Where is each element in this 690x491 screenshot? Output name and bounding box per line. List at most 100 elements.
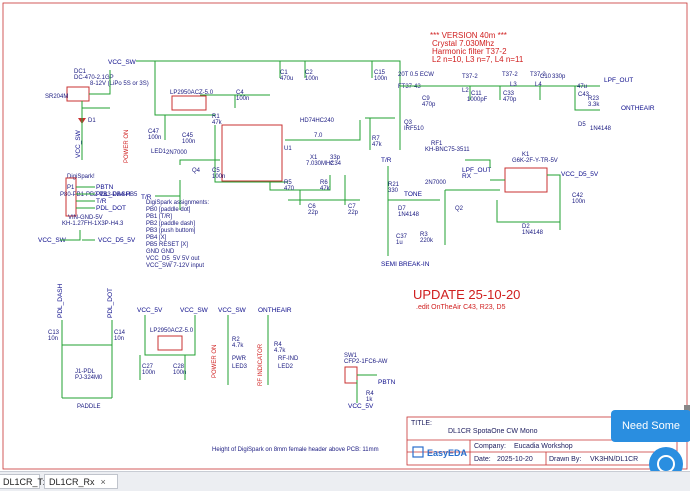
paddle-section[interactable]: PDL_DASH PDL_DOT C13 10n C14 10n J1-PDL … xyxy=(48,283,126,410)
u1-section[interactable]: HD74HC240 U1 7.0 X1 7.030MHz 33p C34 R5 … xyxy=(214,118,361,216)
j1-value: PJ-324M0 xyxy=(75,375,103,381)
relay-section[interactable]: RF1 KH-BNC75-3511 K1 G6K-2F-Y-TR-5V LPF_… xyxy=(425,141,599,236)
pa-wires xyxy=(365,85,440,150)
c13-value: 10n xyxy=(48,336,58,342)
c9-ref: C9 xyxy=(422,96,430,102)
pbtn-label: PBTN xyxy=(96,184,114,191)
sr-label: SR204M xyxy=(45,94,68,100)
regulator-u-symbol[interactable] xyxy=(171,95,207,111)
update-detail: .edit OnTheAir C43, R23, D5 xyxy=(416,304,506,311)
lpf-out-net-label: LPF_OUT xyxy=(604,77,633,84)
r4-value: 4.7k xyxy=(274,348,286,354)
l4-type: T37-2 xyxy=(530,72,546,78)
rx-net-label: RX xyxy=(462,173,472,180)
c28-value: 100n xyxy=(173,370,186,376)
u1-part: HD74HC240 xyxy=(300,118,335,124)
c13-ref: C13 xyxy=(48,330,60,336)
vcc-sw-led-label: VCC_SW xyxy=(218,307,247,314)
schematic-canvas[interactable]: *** VERSION 40m *** Crystal 7.030Mhz Har… xyxy=(0,0,690,471)
r7-ref: R7 xyxy=(372,136,380,142)
pdl-dot-vertical-label: PDL_DOT xyxy=(107,288,114,318)
title-label: TITLE: xyxy=(411,420,432,427)
tone-net-label: TONE xyxy=(404,191,423,198)
r23-ref: R23 xyxy=(588,96,600,102)
lpf-section[interactable]: T37-2 L2 T37-2 L3 T37-2 L4 C11 1000pF C3… xyxy=(440,72,655,132)
t1-core: FT37-43 xyxy=(398,84,421,90)
t1-label: 20T 0.5 ECW xyxy=(398,72,434,78)
d1-ref: D1 xyxy=(88,118,96,124)
c5-ref: C5 xyxy=(212,168,220,174)
indicator-leds-section[interactable]: VCC_SW ONTHEAIR POWER ON RF INDICATOR R2… xyxy=(212,307,299,386)
r3-ref: R3 xyxy=(420,232,428,238)
semi-breakin-section[interactable]: T/R TONE R21 330 D7 1N4148 C37 1u 2N7000… xyxy=(381,157,500,268)
led1-ref: LED1 xyxy=(151,149,167,155)
led2-ref: LED2 xyxy=(278,364,294,370)
dc1-ref: DC1 xyxy=(74,69,87,75)
switch-section[interactable]: SW1 CFP2-1FC6-AW PBTN R4 1k VCC_5V xyxy=(344,353,396,410)
c2-value: 100n xyxy=(305,76,318,82)
rf1-value: KH-BNC75-3511 xyxy=(425,147,470,153)
c47-ref: C47 xyxy=(148,129,160,135)
u1-ic-symbol[interactable] xyxy=(221,124,283,182)
digispark-section[interactable]: DigiSpark! P1 P80-PB1-PB2-PB3-PB4-PB5 PB… xyxy=(38,174,138,244)
c42-value: 100n xyxy=(572,199,585,205)
r5-ref: R5 xyxy=(284,180,292,186)
vcc-d5-relay-label: VCC_D5_5V xyxy=(561,171,599,178)
k1-ref: K1 xyxy=(522,152,530,158)
r2-value: 4.7k xyxy=(232,343,244,349)
pdl-dash-label: PDL_DASH xyxy=(96,191,131,198)
c7-value: 22p xyxy=(348,210,359,216)
drawn-label: Drawn By: xyxy=(549,456,581,463)
sw1-symbol[interactable] xyxy=(344,366,358,384)
tr-input-section[interactable]: 2N7000 Q4 T/R C5 100n xyxy=(141,150,225,210)
easyeda-brand: EasyEDA xyxy=(427,448,468,458)
power-on-label-2: POWER ON xyxy=(212,345,218,378)
led-wires xyxy=(227,315,269,385)
lower-regulator-section[interactable]: VCC_5V VCC_SW LP2950ACZ-5.0 C27 100n C28… xyxy=(137,307,209,380)
k1-relay-symbol[interactable] xyxy=(504,167,548,193)
dc-jack-symbol[interactable] xyxy=(66,86,90,102)
regulator2-part: LP2950ACZ-5.0 xyxy=(150,328,194,334)
version-note: *** VERSION 40m *** Crystal 7.030Mhz Har… xyxy=(430,31,524,64)
vcc-5v-label-1: VCC_5V xyxy=(137,307,163,314)
digispark-title: DigiSpark! xyxy=(67,174,95,180)
c37-value: 1u xyxy=(396,240,403,246)
kh-label: VIN-GND-5V xyxy=(68,215,103,221)
semi-wires xyxy=(387,166,500,256)
c10-value: 330p xyxy=(552,74,566,80)
tab-dl1cr-rx-label: DL1CR_Rx xyxy=(49,477,95,487)
tab-dl1cr-rx[interactable]: DL1CR_Rx × xyxy=(44,474,118,489)
company-value: Eucadia Workshop xyxy=(514,443,573,450)
r4b-value: 1k xyxy=(366,397,373,403)
p1-header-symbol[interactable] xyxy=(65,177,77,217)
switch-wires xyxy=(356,374,377,403)
assign-line-6: PB5 RESET [X] xyxy=(146,242,188,248)
c47-value: 100n xyxy=(148,135,161,141)
c11-value: 1000pF xyxy=(467,97,488,103)
vcc-rail-wires xyxy=(136,60,401,140)
version-line-2: Crystal 7.030Mhz xyxy=(432,39,494,48)
regulator-section[interactable]: VCC_SW LP2950ACZ-5.0 C1 470u C2 100n C15… xyxy=(108,59,401,163)
pdl-dot-label: PDL_DOT xyxy=(96,205,126,212)
c43-value: 47u xyxy=(577,84,587,90)
pa-section[interactable]: 20T 0.5 ECW FT37-43 C9 470p Q3 IRF510 R7… xyxy=(365,72,440,150)
power-input-section[interactable]: DC1 DC-470-2.1GP 8-12V (LiPo 5S or 3S) S… xyxy=(45,69,149,160)
easyeda-logo: EasyEDA xyxy=(412,446,468,458)
document-tab-bar: DL1CR_Tx× DL1CR_Rx × xyxy=(0,471,690,491)
help-button[interactable]: Need Some Help? xyxy=(611,410,690,464)
reg2-wires xyxy=(139,315,196,380)
pbtn-switch-label: PBTN xyxy=(378,379,396,386)
regulator2-symbol[interactable] xyxy=(157,335,183,351)
tab-dl1cr-tx[interactable]: DL1CR_Tx× xyxy=(0,474,59,489)
close-icon[interactable]: × xyxy=(100,477,106,487)
d2-value: 1N4148 xyxy=(522,230,544,236)
dc1-value: 8-12V (LiPo 5S or 3S) xyxy=(90,81,149,87)
vcc-sw-vertical-label: VCC_SW xyxy=(75,129,82,158)
sw1-ref: SW1 xyxy=(344,353,358,359)
pdl-dash-vertical-label: PDL_DASH xyxy=(57,283,64,318)
lpf-out-relay-label: LPF_OUT xyxy=(462,167,491,174)
date-value: 2025-10-20 xyxy=(497,456,533,463)
assign-line-8: VCC_D5_5V 5V out xyxy=(146,256,200,262)
c6-ref: C6 xyxy=(308,204,316,210)
r6-ref: R6 xyxy=(320,180,328,186)
